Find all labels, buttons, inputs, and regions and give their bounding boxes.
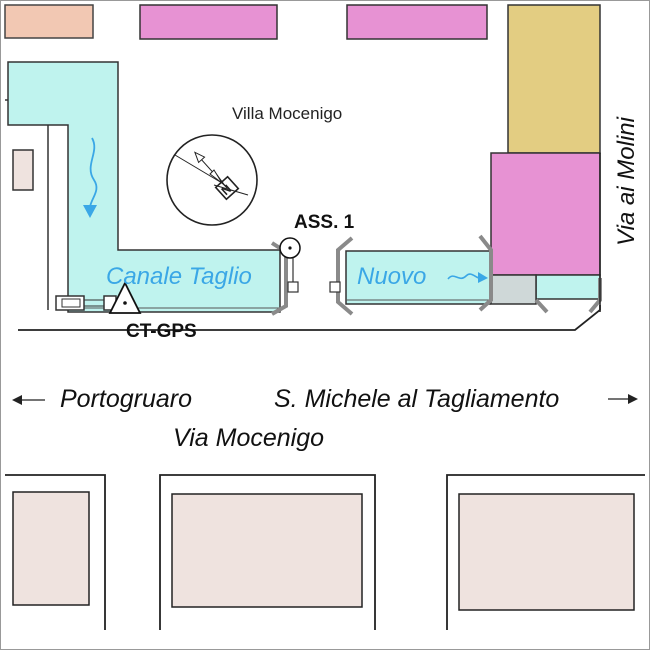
villa-label: Villa Mocenigo [232,104,342,123]
building-magenta-top-left [139,4,278,40]
canal-label-part1: Canale Taglio [106,263,252,290]
gauge-marker [287,281,299,293]
monitoring-station-icon [279,237,301,259]
canal-grey-section [490,274,537,305]
canal-water-east [345,250,491,305]
direction-label-east: S. Michele al Tagliamento [274,385,559,413]
building-grey-s [171,493,363,608]
compass-rose-icon: N [166,134,258,226]
canal-label-part2: Nuovo [357,263,426,290]
building-salmon [4,4,94,39]
block-outline-s [159,474,376,630]
arrow-west-icon [12,395,45,405]
building-ochre [507,4,601,154]
gps-label: CT-GPS [126,321,197,342]
water-flow-arrow-icon [447,272,488,283]
gps-benchmark-triangle-icon [108,280,142,314]
bridge-abutment-east [478,234,493,312]
station-label: ASS. 1 [294,212,355,233]
building-magenta-top-right [346,4,488,40]
canal-water-west [7,61,281,313]
building-grey-sw [12,491,90,606]
road-label-main: Via Mocenigo [173,424,324,452]
bridge-abutment-left [270,241,288,316]
gauge-marker [329,281,341,293]
arrow-east-icon [608,394,638,404]
canal-water-culvert [535,274,601,300]
building-grey-se [458,493,635,611]
road-label-east: Via ai Molini [613,116,640,246]
bridge-abutment-right [336,236,354,316]
gps-instrument-box [61,298,81,308]
water-flow-arrow-icon [83,137,98,218]
building-magenta-right [490,152,601,276]
block-outline-sw [5,474,106,630]
direction-label-west: Portogruaro [60,385,192,413]
block-outline-se [446,474,645,630]
building-small-left [12,149,34,191]
